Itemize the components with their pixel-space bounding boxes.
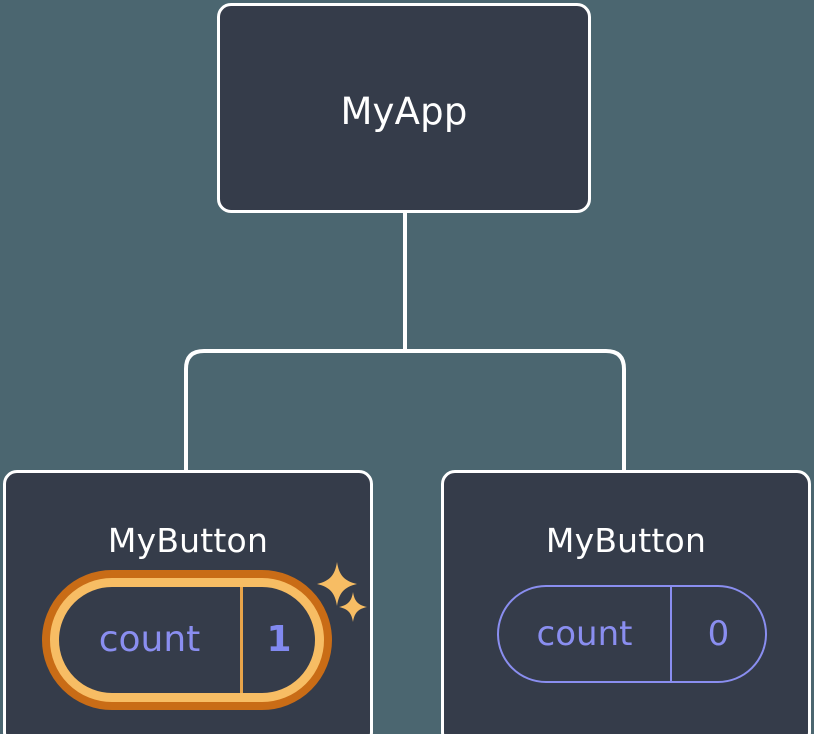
state-pill-key-cell: count [499,587,672,681]
state-pill-key-cell: count [59,587,243,693]
state-pill-key-label: count [536,614,633,654]
node-myapp-title: MyApp [340,90,468,133]
state-pill-outer-ring [42,570,332,710]
sparkle-small-icon [339,592,367,622]
state-pill-value-cell: 0 [672,587,765,681]
sparkle-large-icon [317,562,357,606]
node-mybutton-left-title: MyButton [107,521,269,560]
state-pill-value-label: 0 [707,614,730,654]
state-pill-value-cell: 1 [243,587,315,693]
state-pill-content: count 1 [59,587,315,693]
connector-branch-bar [184,349,626,472]
state-pill-count-highlighted[interactable]: count 1 [42,570,332,710]
state-pill-value-label: 1 [266,619,292,660]
node-mybutton-right[interactable]: MyButton count 0 [441,470,811,734]
state-pill-count-plain[interactable]: count 0 [497,585,767,683]
state-pill-key-label: count [98,619,201,660]
node-myapp[interactable]: MyApp [217,3,591,213]
state-pill-inner-ring [50,578,324,702]
node-mybutton-right-title: MyButton [545,521,707,560]
